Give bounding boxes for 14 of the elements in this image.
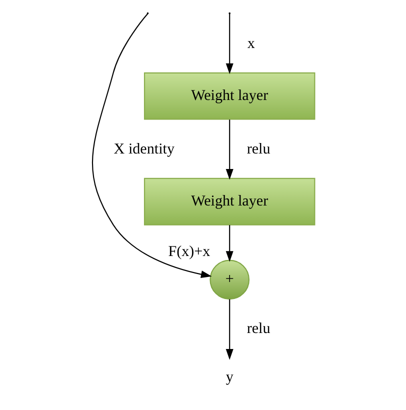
node-label: F(x)+x [168, 244, 210, 260]
arrow [225, 225, 233, 262]
node-circle: + [209, 260, 250, 300]
edge-label: relu [246, 321, 270, 338]
arrow [225, 299, 233, 360]
arrow [225, 120, 233, 180]
edge-label: X identity [113, 141, 174, 158]
node-box: Weight layer [143, 72, 315, 120]
arrow [225, 14, 233, 74]
node-text: y [225, 370, 233, 386]
node-box: Weight layer [143, 178, 315, 226]
edge-label: x [246, 36, 254, 52]
arrow [92, 13, 212, 278]
edge-label: relu [246, 141, 270, 158]
